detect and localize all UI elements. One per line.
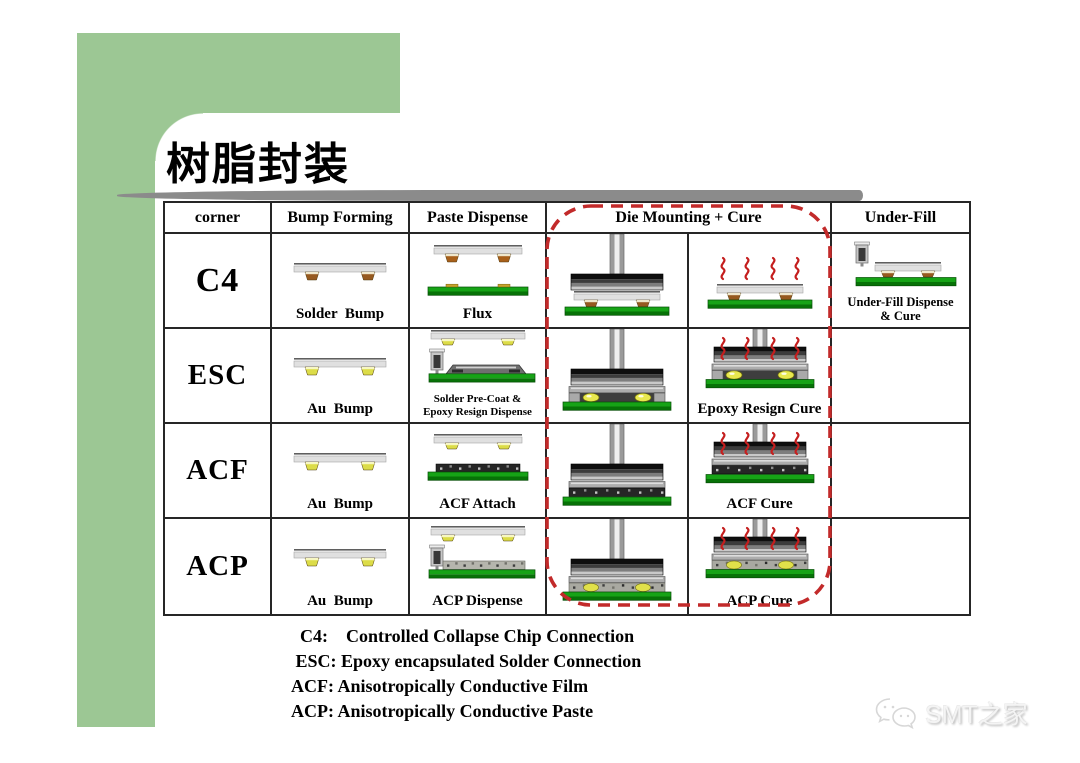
press-diagram <box>547 329 687 422</box>
legend-line-acp: ACP: Anisotropically Conductive Paste <box>291 701 594 721</box>
col-header-paste-dispense: Paste Dispense <box>410 203 547 234</box>
cell-acf-bump-forming: Au Bump <box>272 424 410 519</box>
cell-acf-col4 <box>832 424 969 519</box>
cure-diagram <box>689 234 830 327</box>
row-header-c4: C4 <box>165 234 272 329</box>
dispense-diagram <box>410 329 545 393</box>
cell-esc-paste-dispense: Solder Pre-Coat & Epoxy Resign Dispense <box>410 329 547 424</box>
chip-diagram <box>272 424 408 496</box>
cell-c4-bump-forming: Solder Bump <box>272 234 410 329</box>
cell-acp-col4 <box>832 519 969 614</box>
cell-caption: Au Bump <box>307 496 373 513</box>
cell-acp-paste-dispense: ACP Dispense <box>410 519 547 614</box>
press-diagram <box>547 234 687 327</box>
cell-acp-under-fill: ACP Cure <box>689 519 832 614</box>
cure-diagram <box>689 329 830 401</box>
cell-caption: Under-Fill Dispense & Cure <box>847 295 954 323</box>
cell-acp-bump-forming: Au Bump <box>272 519 410 614</box>
legend-line-c4: C4: Controlled Collapse Chip Connection <box>291 626 635 646</box>
legend-block: C4: Controlled Collapse Chip Connection … <box>291 624 641 724</box>
cell-esc-die-mounting-cure <box>547 329 689 424</box>
page-title: 树脂封装 <box>166 140 350 189</box>
cell-acp-die-mounting-cure <box>547 519 689 614</box>
green-accent-left-bar <box>77 33 155 727</box>
chip-substrate-diagram <box>410 234 545 306</box>
watermark-label: SMT之家 <box>925 701 1028 729</box>
chip-diagram <box>272 329 408 401</box>
cell-esc-bump-forming: Au Bump <box>272 329 410 424</box>
press-diagram <box>547 519 687 614</box>
cell-caption: Solder Pre-Coat & Epoxy Resign Dispense <box>423 393 532 418</box>
wechat-icon <box>875 698 916 730</box>
cell-c4-under-fill <box>689 234 832 329</box>
cell-acf-under-fill: ACF Cure <box>689 424 832 519</box>
attach-diagram <box>410 424 545 496</box>
cell-caption: Au Bump <box>307 401 373 418</box>
legend-line-esc: ESC: Epoxy encapsulated Solder Connectio… <box>291 651 642 671</box>
cell-acf-paste-dispense: ACF Attach <box>410 424 547 519</box>
watermark: SMT之家 <box>874 695 1028 731</box>
cell-caption: Epoxy Resign Cure <box>697 401 822 418</box>
cell-caption: Au Bump <box>307 593 373 610</box>
row-header-acp: ACP <box>165 519 272 614</box>
col-header-die-mounting-cure: Die Mounting + Cure <box>547 203 832 234</box>
cell-c4-die-mounting-cure <box>547 234 689 329</box>
chip-diagram <box>272 234 408 306</box>
green-accent-inner-corner <box>155 113 203 161</box>
chip-diagram <box>272 519 408 593</box>
col-header-under-fill: Under-Fill <box>832 203 969 234</box>
cell-caption: ACF Attach <box>439 496 516 513</box>
underfill-diagram <box>832 234 969 295</box>
cell-caption: Flux <box>462 306 493 323</box>
cell-c4-col4: Under-Fill Dispense & Cure <box>832 234 969 329</box>
cell-caption: ACP Cure <box>726 593 793 610</box>
dispense-diagram <box>410 519 545 593</box>
cure-diagram <box>689 519 830 593</box>
cure-diagram <box>689 424 830 496</box>
cell-esc-col4 <box>832 329 969 424</box>
col-header-bump-forming: Bump Forming <box>272 203 410 234</box>
cell-acf-die-mounting-cure <box>547 424 689 519</box>
press-diagram <box>547 424 687 517</box>
row-header-esc: ESC <box>165 329 272 424</box>
title-divider-line <box>117 190 863 201</box>
row-header-acf: ACF <box>165 424 272 519</box>
cell-caption: ACF Cure <box>726 496 793 513</box>
cell-caption: Solder Bump <box>295 306 385 323</box>
cell-esc-under-fill: Epoxy Resign Cure <box>689 329 832 424</box>
cell-caption: ACP Dispense <box>432 593 523 610</box>
legend-line-acf: ACF: Anisotropically Conductive Film <box>291 676 589 696</box>
cell-c4-paste-dispense: Flux <box>410 234 547 329</box>
col-header-corner: corner <box>165 203 272 234</box>
